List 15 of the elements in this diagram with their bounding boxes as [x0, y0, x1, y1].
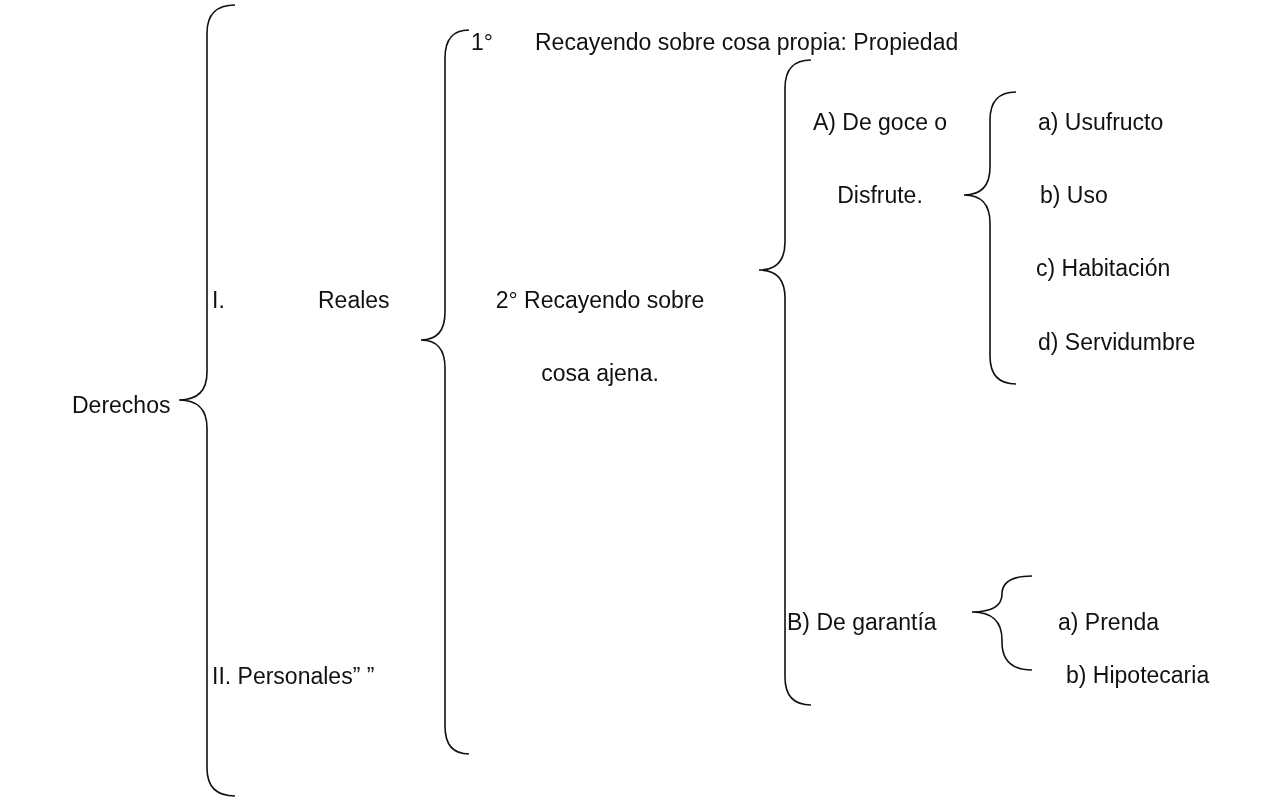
classification-label: b) Uso [1040, 181, 1108, 209]
classification-label: B) De garantía [787, 608, 937, 636]
classification-label: A) De goce o Disfrute. [811, 108, 949, 210]
classification-label: b) Hipotecaria [1066, 661, 1210, 689]
classification-label: a) Usufructo [1038, 108, 1164, 136]
classification-label: II. Personales” ” [212, 662, 375, 690]
classification-label: I. [212, 286, 225, 314]
classification-label: d) Servidumbre [1038, 328, 1196, 356]
classification-label: Reales [318, 286, 390, 314]
classification-label: 1° [471, 28, 493, 56]
classification-label: a) Prenda [1058, 608, 1159, 636]
classification-label: c) Habitación [1036, 254, 1171, 282]
classification-label: Derechos [72, 391, 171, 419]
classification-label: 2° Recayendo sobre cosa ajena. [494, 286, 706, 388]
classification-label: Recayendo sobre cosa propia: Propiedad [535, 28, 959, 56]
